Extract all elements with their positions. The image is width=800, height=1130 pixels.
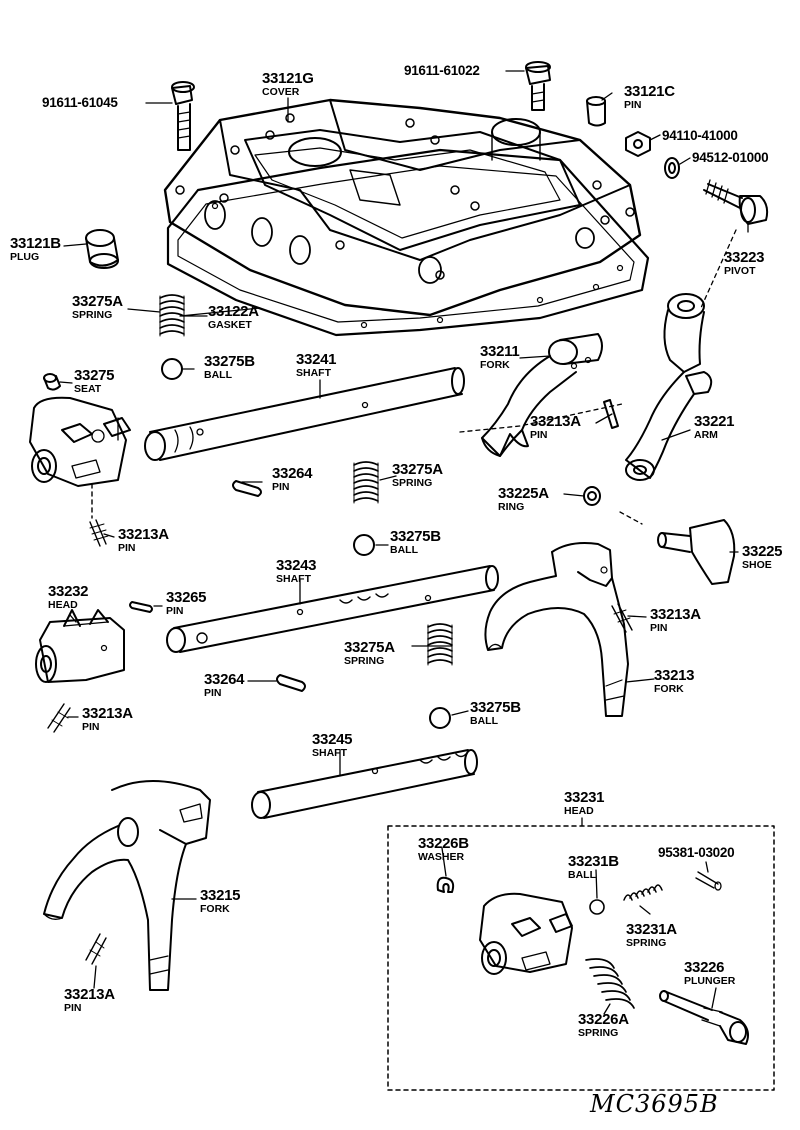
pin-33264-lower xyxy=(277,675,305,691)
pin-33265 xyxy=(130,602,152,612)
bolt-91611-61045 xyxy=(172,82,194,150)
fork-33213 xyxy=(485,543,628,716)
label-33241: 33241 SHAFT xyxy=(296,351,337,379)
label-33213a-fork33213: 33213A PIN xyxy=(650,606,701,634)
label-33122a: 33122A GASKET xyxy=(208,303,259,331)
label-33275b-middle: 33275B BALL xyxy=(390,528,441,556)
pivot-33223 xyxy=(704,180,767,224)
label-91611-61045: 91611-61045 xyxy=(42,95,118,110)
label-33231a: 33231A SPRING xyxy=(626,921,677,949)
label-33226b: 33226B WASHER xyxy=(418,835,469,863)
label-33243: 33243 SHAFT xyxy=(276,557,317,585)
fork-33211 xyxy=(482,334,602,456)
washer-33226b xyxy=(438,878,453,892)
diagram-code: MC3695B xyxy=(590,1090,719,1118)
label-33223: 33223 PIVOT xyxy=(724,249,765,277)
ring-33225a xyxy=(584,487,600,505)
label-33213a-fork: 33213A PIN xyxy=(530,413,581,441)
label-33275: 33275 SEAT xyxy=(74,367,115,395)
label-33226: 33226 PLUNGER xyxy=(684,959,736,987)
label-33231b: 33231B BALL xyxy=(568,853,619,881)
pin-33213a-a xyxy=(604,400,618,428)
dashed-guide-fork-arm xyxy=(460,404,622,432)
label-95381-03020: 95381-03020 xyxy=(658,845,735,860)
spring-33275a-lower xyxy=(428,624,452,665)
washer-94512 xyxy=(665,158,679,178)
pin-33213a-b xyxy=(90,520,108,546)
label-33213a-fork33215: 33213A PIN xyxy=(64,986,115,1014)
label-94110-41000: 94110-41000 xyxy=(662,128,738,143)
shaft-33243 xyxy=(167,566,498,652)
label-33213a-head: 33213A PIN xyxy=(118,526,169,554)
label-33275b-upper: 33275B BALL xyxy=(204,353,255,381)
plug-33121b xyxy=(86,230,118,268)
label-33215: 33215 FORK xyxy=(200,887,241,915)
label-33211: 33211 FORK xyxy=(480,343,520,371)
ball-33231b xyxy=(590,900,604,914)
label-33265: 33265 PIN xyxy=(166,589,207,617)
spring-33226a xyxy=(586,959,634,1008)
label-91611-61022: 91611-61022 xyxy=(404,63,480,78)
label-33225a: 33225A RING xyxy=(498,485,549,513)
pin-33264-upper xyxy=(233,481,261,496)
pin-33213a-d xyxy=(48,704,70,732)
label-33275b-lower: 33275B BALL xyxy=(470,699,521,727)
label-33121c: 33121C PIN xyxy=(624,83,675,111)
ball-33275b-lower xyxy=(430,708,450,728)
ball-33275b-upper xyxy=(162,359,182,379)
label-94512-01000: 94512-01000 xyxy=(692,150,769,165)
label-33264-upper: 33264 PIN xyxy=(272,465,313,493)
label-33264-lower: 33264 PIN xyxy=(204,671,245,699)
label-33213a-head33232: 33213A PIN xyxy=(82,705,133,733)
head-33231-part xyxy=(480,894,572,974)
label-33232: 33232 HEAD xyxy=(48,583,89,611)
leader-lines xyxy=(60,71,748,1014)
pin-33213a-e xyxy=(86,934,106,964)
shoe-33225 xyxy=(658,520,734,584)
plunger-33226 xyxy=(660,991,748,1044)
seat-33275 xyxy=(44,374,60,390)
arm-33221 xyxy=(626,294,711,480)
shaft-33241 xyxy=(145,368,464,460)
pin-33121c xyxy=(587,97,605,126)
label-33231: 33231 HEAD xyxy=(564,789,605,817)
label-33121b: 33121B PLUG xyxy=(10,235,61,263)
head-33231-box xyxy=(388,826,774,1090)
bolt-91611-61022 xyxy=(526,62,550,110)
dashed-guide-pivot-arm xyxy=(700,230,736,310)
ball-33275b-middle xyxy=(354,535,374,555)
label-33225: 33225 SHOE xyxy=(742,543,783,571)
head-33275-assembly xyxy=(30,398,130,486)
spring-33231a xyxy=(624,885,662,900)
label-33275a-upper: 33275A SPRING xyxy=(72,293,123,321)
label-33226a: 33226A SPRING xyxy=(578,1011,629,1039)
cover-gasket-drawing xyxy=(165,100,648,335)
spring-33275a-middle xyxy=(354,462,378,503)
shaft-33245 xyxy=(252,750,477,818)
fork-33215 xyxy=(44,781,210,990)
label-33121g: 33121G COVER xyxy=(262,70,314,98)
pin-95381-03020 xyxy=(696,872,721,890)
label-33213: 33213 FORK xyxy=(654,667,695,695)
nut-94110 xyxy=(626,132,650,156)
dashed-guide-arm-shoe xyxy=(620,512,642,524)
label-33245: 33245 SHAFT xyxy=(312,731,353,759)
label-33221: 33221 ARM xyxy=(694,413,735,441)
label-33275a-middle: 33275A SPRING xyxy=(392,461,443,489)
head-33232 xyxy=(36,610,124,682)
label-33275a-lower: 33275A SPRING xyxy=(344,639,395,667)
